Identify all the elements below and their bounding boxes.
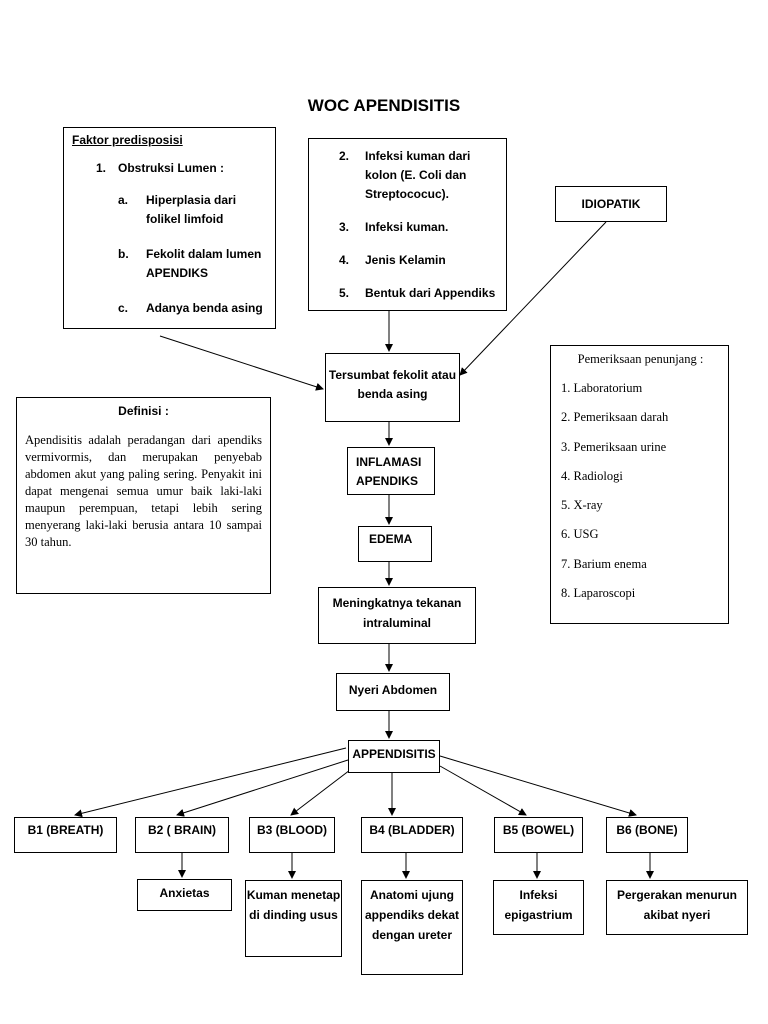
- faktor-sub-b: b. Fekolit dalam lumen APENDIKS: [118, 245, 267, 283]
- list-item-text: Bentuk dari Appendiks: [365, 286, 496, 300]
- idiopatik-box: IDIOPATIK: [555, 186, 667, 222]
- definisi-box: Definisi : Apendisitis adalah peradangan…: [16, 397, 271, 594]
- faktor-sub-b-text: Fekolit dalam lumen APENDIKS: [146, 247, 262, 280]
- b2-brain-box: B2 ( BRAIN): [135, 817, 229, 853]
- list-item: 7. Barium enema: [561, 556, 647, 571]
- list-item: 6. USG: [561, 527, 599, 542]
- definisi-text: Apendisitis adalah peradangan dari apend…: [25, 433, 262, 549]
- faktor-item-1-num: 1.: [96, 161, 107, 175]
- list-item-num: 2.: [339, 149, 350, 163]
- edema-box: EDEMA: [358, 526, 432, 562]
- list-item-num: 3.: [339, 220, 350, 234]
- anxietas-box: Anxietas: [137, 879, 232, 911]
- faktor-sub-a-text: Hiperplasia dari folikel limfoid: [146, 193, 237, 226]
- infeksi-box: 2. Infeksi kuman dari kolon (E. Coli dan …: [308, 138, 507, 311]
- definisi-header: Definisi :: [118, 404, 169, 418]
- list-item: 1. Laboratorium: [561, 381, 643, 395]
- faktor-item-1-label: Obstruksi Lumen :: [118, 161, 225, 175]
- tersumbat-box: Tersumbat fekolit atau benda asing: [325, 353, 460, 422]
- b1-breath-box: B1 (BREATH): [14, 817, 117, 853]
- list-item-num: 5.: [339, 286, 350, 300]
- b6-bone-box: B6 (BONE): [606, 817, 688, 853]
- arrow-idiopatik-to-tersumbat: [459, 221, 607, 376]
- list-item: 2. Pemeriksaan darah: [561, 410, 669, 425]
- pergerakan-menurun-box: Pergerakan menurun akibat nyeri: [606, 880, 748, 935]
- b5-bowel-box: B5 (BOWEL): [494, 817, 583, 853]
- inflamasi-box: INFLAMASI APENDIKS: [347, 447, 435, 495]
- b4-bladder-box: B4 (BLADDER): [361, 817, 463, 853]
- pemeriksaan-header: Pemeriksaan penunjang :: [577, 352, 704, 366]
- faktor-sub-a-letter: a.: [118, 193, 129, 207]
- list-item: 4. Jenis Kelamin: [339, 251, 500, 270]
- faktor-sub-a: a. Hiperplasia dari folikel limfoid: [118, 191, 267, 229]
- list-item: 5. Bentuk dari Appendiks: [339, 284, 500, 303]
- infeksi-list: 2. Infeksi kuman dari kolon (E. Coli dan …: [339, 147, 500, 303]
- meningkat-box: Meningkatnya tekanan intraluminal: [318, 587, 476, 644]
- list-item-text: Infeksi kuman.: [365, 220, 449, 234]
- kuman-menetap-box: Kuman menetap di dinding usus: [245, 880, 342, 957]
- list-item-num: 4.: [339, 253, 350, 267]
- faktor-header: Faktor predisposisi: [72, 133, 183, 147]
- list-item: 8. Laparoscopi: [561, 586, 636, 601]
- list-item: 5. X-ray: [561, 498, 603, 513]
- appendisitis-box: APPENDISITIS: [348, 740, 440, 773]
- arrow-to-b2: [176, 759, 349, 817]
- nyeri-abdomen-box: Nyeri Abdomen: [336, 673, 450, 711]
- arrow-to-b5: [439, 765, 527, 816]
- faktor-item-1: 1. Obstruksi Lumen :: [72, 161, 267, 175]
- arrow-to-b3: [290, 769, 351, 816]
- diagram-title: WOC APENDISITIS: [307, 96, 461, 115]
- faktor-sub-b-letter: b.: [118, 247, 129, 261]
- list-item: 3. Infeksi kuman.: [339, 218, 500, 237]
- pemeriksaan-box: Pemeriksaan penunjang : 1. Laboratorium …: [550, 345, 729, 624]
- arrow-to-b1: [74, 747, 347, 818]
- list-item-text: Infeksi kuman dari kolon (E. Coli dan St…: [365, 149, 471, 201]
- infeksi-epigastrium-box: Infeksi epigastrium: [493, 880, 584, 935]
- list-item: 4. Radiologi: [561, 468, 623, 483]
- faktor-predisposisi-box: Faktor predisposisi 1. Obstruksi Lumen :…: [63, 127, 276, 329]
- pemeriksaan-list: 1. Laboratorium 2. Pemeriksaan darah 3. …: [561, 380, 720, 601]
- list-item: 3. Pemeriksaan urine: [561, 439, 667, 454]
- anatomi-ujung-box: Anatomi ujung appendiks dekat dengan ure…: [361, 880, 463, 975]
- arrow-faktor-to-tersumbat: [159, 335, 324, 391]
- faktor-sub-c-letter: c.: [118, 301, 129, 315]
- faktor-sub-c: c. Adanya benda asing: [118, 299, 267, 318]
- b3-blood-box: B3 (BLOOD): [249, 817, 335, 853]
- faktor-sub-c-text: Adanya benda asing: [146, 301, 263, 315]
- arrow-to-b6: [439, 755, 637, 817]
- list-item: 2. Infeksi kuman dari kolon (E. Coli dan …: [339, 147, 500, 204]
- list-item-text: Jenis Kelamin: [365, 253, 446, 267]
